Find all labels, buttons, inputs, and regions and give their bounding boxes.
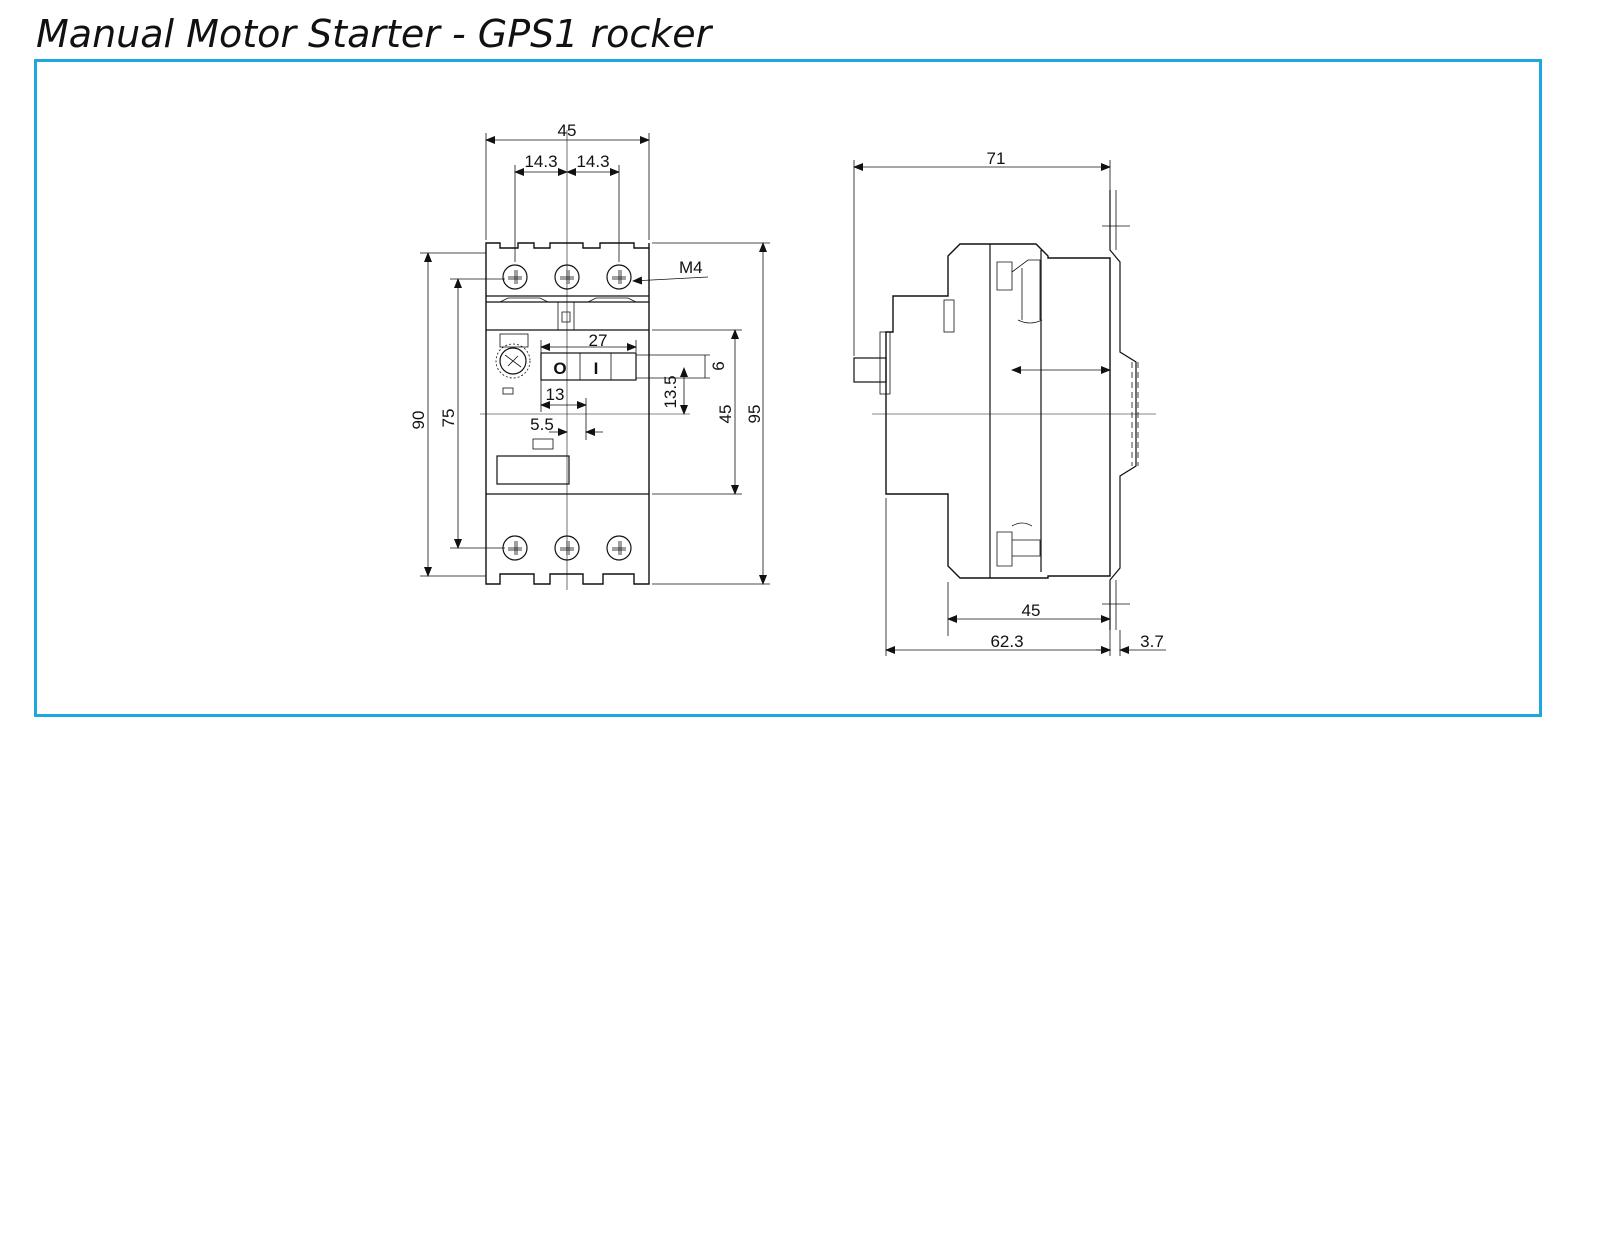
terminal-top-3 bbox=[606, 264, 632, 290]
din-rail bbox=[1109, 190, 1137, 630]
dim-screw-m4: M4 bbox=[679, 258, 703, 277]
dim-45-front-height: 45 bbox=[716, 405, 735, 424]
terminal-bottom-3 bbox=[606, 535, 632, 561]
dim-3-7: 3.7 bbox=[1140, 632, 1164, 651]
terminal-top-1 bbox=[502, 264, 528, 290]
dim-rocker-27: 27 bbox=[589, 331, 608, 350]
rocker-switch: O I bbox=[540, 352, 637, 381]
dim-75: 75 bbox=[439, 409, 458, 428]
drawing-frame bbox=[34, 59, 1542, 717]
dim-pitch-right: 14.3 bbox=[576, 152, 609, 171]
current-dial bbox=[495, 333, 531, 395]
dim-rocker-6: 6 bbox=[709, 361, 728, 370]
dim-71: 71 bbox=[987, 149, 1006, 168]
front-body-outline bbox=[485, 242, 650, 585]
dim-45-side: 45 bbox=[1022, 601, 1041, 620]
side-view: 71 45 62.3 3.7 bbox=[853, 149, 1166, 656]
rocker-on-label: I bbox=[594, 359, 599, 378]
dim-13-5: 13.5 bbox=[661, 375, 680, 408]
dim-62-3: 62.3 bbox=[990, 632, 1023, 651]
page-title: Manual Motor Starter - GPS1 rocker bbox=[36, 12, 712, 56]
side-body-outline bbox=[885, 243, 1111, 579]
dim-45-top: 45 bbox=[558, 121, 577, 140]
dim-13: 13 bbox=[546, 385, 565, 404]
dim-95: 95 bbox=[745, 405, 764, 424]
label-window bbox=[496, 455, 570, 485]
dim-pitch-left: 14.3 bbox=[524, 152, 557, 171]
dim-90: 90 bbox=[409, 411, 428, 430]
dim-5-5: 5.5 bbox=[530, 415, 554, 434]
indicator-window bbox=[532, 438, 554, 450]
rocker-off-label: O bbox=[553, 359, 566, 378]
front-view: O I 45 14.3 14.3 M4 bbox=[409, 121, 770, 590]
